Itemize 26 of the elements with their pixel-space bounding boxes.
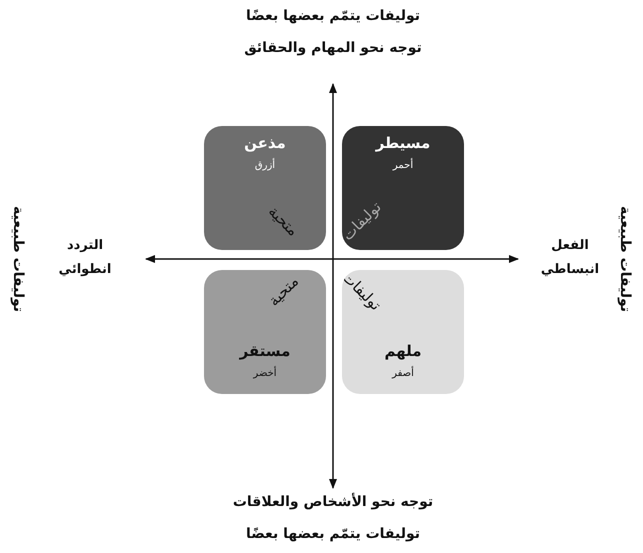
side-label: توليفات طبيعية [617,206,633,312]
quadrant-box [342,126,464,250]
quadrant-box [204,126,326,250]
quadrant-title: مسيطر [374,134,432,152]
quadrant-box [342,270,464,394]
axis-label: توجه نحو المهام والحقائق [244,40,422,56]
axis-label: توجه نحو الأشخاص والعلاقات [232,494,434,510]
quadrant-title: ملهم [383,342,423,360]
diagonal-label: متحية [264,202,302,240]
axis-label: التردد [66,238,104,253]
diagonal-label: متحية [264,272,302,310]
diagonal-label: توليفات [342,270,385,314]
axis-label: توليفات يتمّم بعضها بعضًا [246,526,420,542]
quadrant-title: مذعن [243,134,287,152]
axis-label: انطوائي [58,262,112,277]
side-label: توليفات طبيعية [10,206,26,312]
color-label: أصفر [390,368,415,379]
color-label: أحمر [392,160,414,171]
axis-label: توليفات يتمّم بعضها بعضًا [246,8,420,24]
color-label: أزرق [254,160,276,171]
axis-label: انبساطي [540,262,600,277]
quadrant-title: مستقر [238,342,292,360]
color-label: أخضر [252,368,278,379]
quadrant-box [204,270,326,394]
diagonal-label: توليفات [342,198,385,244]
axis-label: الفعل [551,238,589,253]
